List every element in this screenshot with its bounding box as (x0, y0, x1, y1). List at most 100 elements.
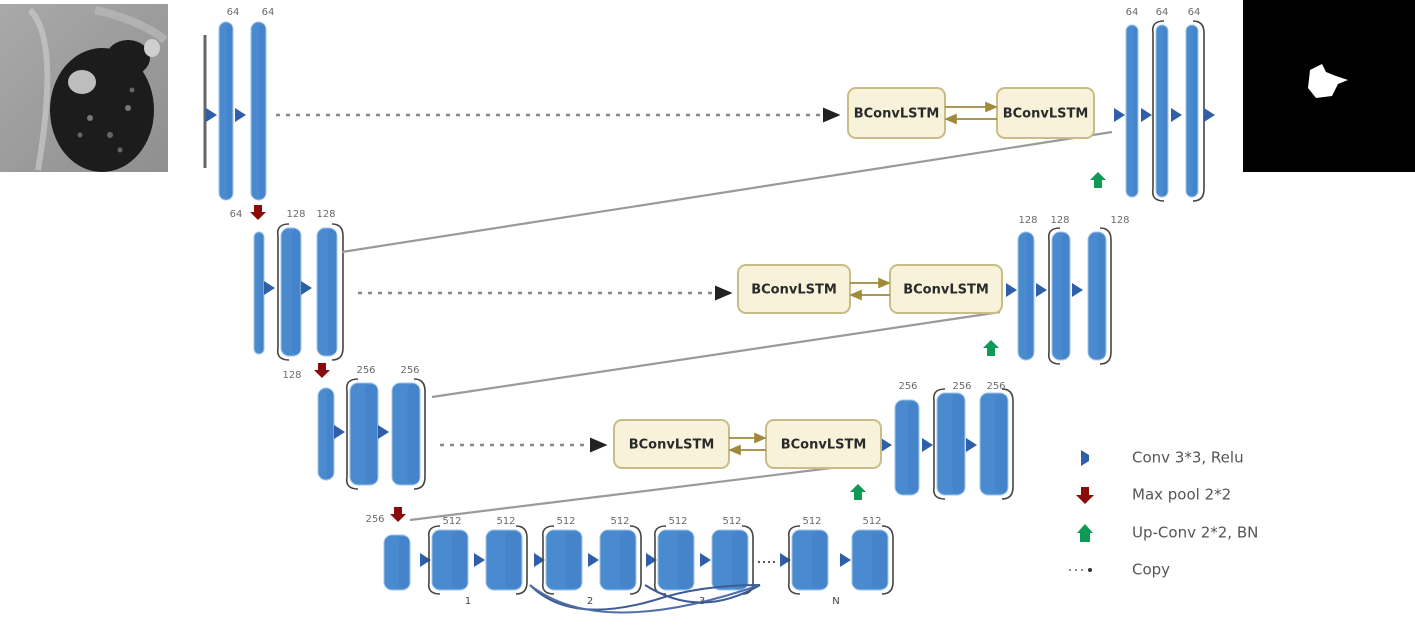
conv-arrow-icon (264, 281, 275, 295)
feature-map-enc1-a (218, 21, 234, 201)
bconvlstm-pair: BConvLSTM BConvLSTM (737, 264, 1003, 314)
up-conv-arrow-icon (1090, 172, 1106, 188)
bracket (331, 223, 344, 361)
bconvlstm-forward: BConvLSTM (613, 419, 730, 469)
bconvlstm-label: BConvLSTM (903, 283, 989, 298)
max-pool-arrow-icon (1076, 487, 1094, 504)
feature-map-bottleneck-4 (599, 529, 637, 591)
bconvlstm-backward: BConvLSTM (996, 87, 1095, 139)
bconvlstm-label: BConvLSTM (629, 438, 715, 453)
feature-map-dec1-c (1185, 24, 1199, 198)
bconvlstm-label: BConvLSTM (751, 283, 837, 298)
bracket (1001, 388, 1014, 500)
upsample-connection-line (431, 310, 1001, 399)
conv-arrow-icon (235, 108, 246, 122)
bracket (629, 525, 642, 595)
feature-map-dec2-c (1087, 231, 1107, 361)
conv-arrow-icon (700, 553, 711, 567)
conv-arrow-icon (420, 553, 431, 567)
channel-label: 64 (230, 209, 243, 220)
feature-map-dec3-c (979, 392, 1009, 496)
upsample-connection-line (341, 130, 1113, 254)
block-index-label: N (832, 596, 839, 607)
up-conv-arrow-icon (1077, 524, 1093, 542)
bracket (1151, 20, 1165, 202)
feature-map-dec2-a (1017, 231, 1035, 361)
feature-map-bottleneck-6 (711, 529, 749, 591)
legend-item: Conv 3*3, Relu (1081, 449, 1244, 467)
bracket (345, 378, 359, 490)
legend-label: Up-Conv 2*2, BN (1132, 524, 1258, 542)
conv-arrow-icon (780, 553, 791, 567)
channel-label: 512 (556, 516, 575, 527)
bconvlstm-pair: BConvLSTM BConvLSTM (847, 87, 1095, 139)
conv-arrow-icon (474, 553, 485, 567)
bracket (881, 525, 894, 595)
feature-map-bottleneck-5 (653, 525, 695, 595)
feature-map-bottleneck-8 (851, 529, 889, 591)
channel-label: 64 (1188, 7, 1201, 18)
legend-label: Conv 3*3, Relu (1132, 449, 1244, 467)
dense-skip-arc (529, 584, 761, 611)
max-pool-arrow-icon (314, 363, 330, 378)
bracket (541, 525, 555, 595)
output-mask-image (1243, 0, 1415, 172)
channel-label: 64 (262, 7, 275, 18)
bracket (741, 525, 754, 595)
feature-map-bottleneck-2 (485, 529, 523, 591)
dense-skip-arc (644, 584, 761, 604)
channel-label: 64 (1126, 7, 1139, 18)
output-conv-arrow-icon (1204, 108, 1215, 122)
feature-map-enc2-b (276, 223, 302, 361)
channel-label: 128 (316, 209, 335, 220)
channel-label: 512 (862, 516, 881, 527)
channel-label: 256 (898, 381, 917, 392)
channel-label: 256 (365, 514, 384, 525)
channel-label: 512 (442, 516, 461, 527)
feature-map-bottleneck-7 (787, 525, 829, 595)
bracket (1099, 227, 1112, 365)
channel-label: 128 (286, 209, 305, 220)
up-conv-arrow-icon (983, 340, 999, 356)
max-pool-arrow-icon (250, 205, 266, 220)
bracket (932, 388, 946, 500)
bconvlstm-forward: BConvLSTM (847, 87, 946, 139)
conv-arrow-icon (1171, 108, 1182, 122)
conv-arrow-icon (966, 438, 977, 452)
legend-item: Max pool 2*2 (1076, 486, 1231, 504)
legend-item: Up-Conv 2*2, BN (1077, 524, 1258, 542)
channel-label: 256 (400, 365, 419, 376)
conv-arrow-icon (534, 553, 545, 567)
channel-label: 64 (227, 7, 240, 18)
feature-map-enc2-a (253, 231, 265, 355)
dense-skip-arc (529, 584, 761, 614)
input-ct-image (0, 4, 168, 172)
channel-label: 128 (282, 370, 301, 381)
upsample-connection-line (409, 460, 881, 522)
bconvlstm-backward: BConvLSTM (765, 419, 882, 469)
feature-map-enc2-c (316, 227, 338, 357)
legend-label: Max pool 2*2 (1132, 486, 1231, 504)
feature-map-dec1-a (1125, 24, 1139, 198)
feature-map-bottleneck-3 (541, 525, 583, 595)
max-pool-arrow-icon (390, 507, 406, 522)
conv-arrow-icon (646, 553, 657, 567)
feature-map-enc3-a (317, 387, 335, 481)
conv-arrow-icon (840, 553, 851, 567)
feature-map-dec1-b (1151, 20, 1169, 202)
block-index-label: 2 (587, 596, 593, 607)
conv-arrow-icon (1006, 283, 1017, 297)
conv-arrow-icon (206, 108, 217, 122)
channel-label: 128 (1110, 215, 1129, 226)
conv-arrow-icon (881, 438, 892, 452)
channel-label: 512 (668, 516, 687, 527)
feature-map-dec3-b (932, 388, 966, 500)
channel-label: 128 (1018, 215, 1037, 226)
conv-arrow-icon (378, 425, 389, 439)
block-index-label: 1 (465, 596, 471, 607)
bconvlstm-label: BConvLSTM (1003, 107, 1089, 122)
conv-arrow-icon (922, 438, 933, 452)
feature-map-dec3-a (894, 399, 920, 496)
conv-arrow-icon (1114, 108, 1125, 122)
